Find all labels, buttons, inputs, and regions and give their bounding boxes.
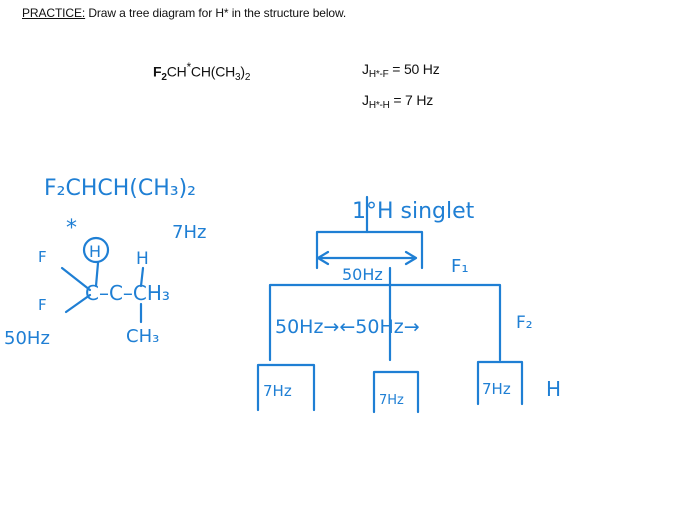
hw-split1-label: 50Hz xyxy=(342,265,383,284)
hw-fifty-hz-left: 50Hz xyxy=(4,328,50,349)
formula-subscript: 2 xyxy=(161,71,167,83)
hw-leaf3: 7Hz xyxy=(482,380,511,398)
tree-level1-arrow xyxy=(316,250,418,266)
formula-subscript: 3 xyxy=(235,71,241,83)
hw-f-top: F xyxy=(38,248,47,266)
hw-h-end: H xyxy=(546,377,561,401)
hw-f-bottom: F xyxy=(38,296,47,314)
hw-atom-h: H xyxy=(136,249,149,269)
hw-leaf1: 7Hz xyxy=(263,382,292,400)
formula-part: ) xyxy=(240,63,245,80)
coupling-subscript: H*-F xyxy=(368,69,389,80)
practice-label: PRACTICE: xyxy=(22,6,86,20)
bond-f-c-top xyxy=(60,266,92,292)
coupling-value: = 50 Hz xyxy=(392,61,440,77)
formula-subscript: 2 xyxy=(244,71,251,83)
hw-seven-hz: 7Hz xyxy=(172,222,206,243)
bond-h-c2 xyxy=(139,266,145,288)
tree-level2-box xyxy=(268,283,502,362)
coupling-subscript: H*-H xyxy=(368,100,390,111)
hw-f1: F₁ xyxy=(451,256,469,277)
hw-f2: F₂ xyxy=(516,313,533,333)
hw-ch3-bottom: CH₃ xyxy=(126,326,159,347)
tree-leaf3-box xyxy=(476,360,524,406)
coupling-j: J xyxy=(362,61,369,77)
formula-part: CH xyxy=(166,63,187,80)
hw-star: * xyxy=(66,216,77,241)
hw-circled-h: H xyxy=(89,242,101,261)
hw-formula: F₂CHCH(CH₃)₂ xyxy=(44,176,196,201)
formula-star: * xyxy=(186,61,192,74)
bond-h-c xyxy=(94,261,100,288)
tree-leaf1-box xyxy=(256,363,316,412)
hw-split2-label: 50Hz→←50Hz→ xyxy=(275,316,420,338)
hw-singlet: 1°H singlet xyxy=(352,199,475,224)
instruction-text: Draw a tree diagram for H* in the struct… xyxy=(85,6,347,20)
practice-instruction: PRACTICE: Draw a tree diagram for H* in … xyxy=(22,6,346,20)
coupling-value: = 7 Hz xyxy=(393,92,434,108)
coupling-hf: JH*-F = 50 Hz xyxy=(362,61,440,80)
bond-f-c-bottom xyxy=(64,293,92,314)
coupling-hh: JH*-H = 7 Hz xyxy=(362,92,434,111)
tree-leaf2-box xyxy=(372,370,420,414)
hw-bond-chain: C–C–CH₃ xyxy=(85,281,170,305)
formula-part: F xyxy=(153,63,162,80)
circled-h-ring xyxy=(82,236,110,264)
coupling-j: J xyxy=(362,92,369,108)
hw-leaf2: 7Hz xyxy=(379,393,404,408)
tree-level1-box xyxy=(315,230,424,270)
formula-part: CH(CH xyxy=(190,63,236,80)
structure-formula: F2CH*CH(CH3)2 xyxy=(153,61,251,83)
